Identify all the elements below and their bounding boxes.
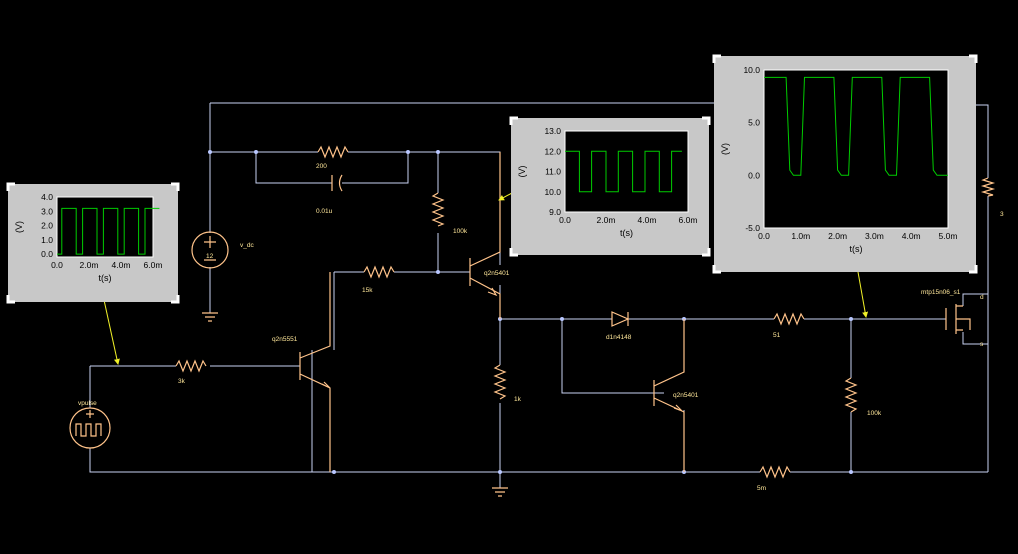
label-r-15k: 15k (362, 287, 373, 294)
pulse-voltage-source (69, 407, 111, 449)
window-corner-handle (702, 248, 711, 257)
x-tick-label: 4.0m (902, 231, 921, 241)
y-tick-label: 3.0 (41, 206, 53, 216)
y-tick-label: 0.0 (41, 249, 53, 259)
window-corner-handle (6, 295, 15, 304)
y-axis-label: (V) (14, 221, 24, 233)
x-axis-label: t(s) (620, 228, 633, 238)
waveform-trace (764, 76, 948, 176)
label-r-1k: 1k (514, 396, 522, 403)
window-corner-handle (712, 54, 721, 63)
y-tick-label: 10.0 (544, 187, 561, 197)
label-r-200: 200 (316, 163, 327, 170)
x-tick-label: 2.0m (597, 215, 616, 225)
waveform-trace (565, 150, 682, 193)
dc-voltage-source (191, 231, 229, 269)
resistor-200 (317, 145, 349, 159)
y-tick-label: 9.0 (549, 207, 561, 217)
label-vpulse: vpulse (78, 400, 97, 407)
transistor-q2n5401-mid (653, 319, 685, 472)
y-axis-label: (V) (720, 143, 730, 155)
resistor-100k-top (431, 192, 445, 227)
window-corner-handle (6, 182, 15, 191)
label-r-100k-top: 100k (453, 228, 468, 235)
label-mosfet-d: d (980, 294, 984, 301)
label-r-3k: 3k (178, 378, 186, 385)
window-corner-handle (171, 295, 180, 304)
x-tick-label: 4.0m (638, 215, 657, 225)
label-q-mid: q2n5401 (673, 392, 699, 399)
transistor-q2n5551 (299, 272, 331, 472)
label-c-01u: 0.01u (316, 208, 333, 215)
resistor-3 (980, 177, 996, 197)
label-mosfet-s: s (980, 341, 984, 348)
x-tick-label: 4.0m (112, 260, 131, 270)
resistor-51 (773, 312, 805, 326)
waveform-trace (57, 207, 160, 255)
resistor-5m (759, 465, 791, 479)
plot-mid: 13.0 12.0 11.0 10.0 9.00.0 2.0m 4.0m 6.0m t(s) (V… (509, 116, 711, 257)
y-axis-label: (V) (517, 166, 527, 178)
x-tick-label: 6.0m (679, 215, 698, 225)
probe-arrows (103, 192, 869, 365)
resistor-1k (493, 364, 507, 400)
resistor-100k-right (844, 377, 858, 413)
y-tick-label: 11.0 (545, 167, 561, 177)
y-tick-label: 0.0 (748, 170, 760, 180)
x-tick-label: 0.0 (559, 215, 571, 225)
x-tick-label: 0.0 (51, 260, 63, 270)
label-diode: d1n4148 (606, 334, 632, 341)
plot-left: 4.0 3.0 2.0 1.0 0.00.0 2.0m 4.0m 6.0m t(s) (V) (6, 182, 180, 304)
window-corner-handle (969, 265, 978, 274)
label-q-left: q2n5551 (272, 336, 298, 343)
y-tick-label: 5.0 (748, 118, 760, 128)
y-tick-label: 1.0 (41, 235, 53, 245)
y-tick-label: 10.0 (743, 65, 760, 75)
y-tick-label: -5.0 (745, 223, 760, 233)
x-tick-label: 2.0m (80, 260, 99, 270)
resistor-3k (175, 359, 207, 373)
window-corner-handle (509, 116, 518, 125)
capacitor-0.01u (331, 174, 343, 192)
plot-area (564, 130, 689, 213)
label-v-dc-value: 12 (206, 253, 214, 260)
label-r-100k-right: 100k (867, 410, 882, 417)
resistor-15k (363, 265, 395, 279)
y-tick-label: 12.0 (544, 146, 561, 156)
plot-area (56, 196, 154, 258)
y-tick-label: 13.0 (544, 126, 561, 136)
label-r-3: 3 (1000, 211, 1004, 218)
x-tick-label: 6.0m (144, 260, 163, 270)
label-r-5m: 5m (757, 485, 766, 492)
window-corner-handle (171, 182, 180, 191)
window-corner-handle (712, 265, 721, 274)
y-tick-label: 2.0 (41, 221, 53, 231)
label-mosfet: mtp15n06_s1 (921, 289, 961, 296)
window-corner-handle (969, 54, 978, 63)
x-axis-label: t(s) (99, 273, 112, 283)
component-labels: v_dc 12 200 0.01u 100k 15k q2n5401 q2n55… (78, 163, 1004, 492)
x-tick-label: 0.0 (758, 231, 770, 241)
x-tick-label: 5.0m (939, 231, 958, 241)
window-corner-handle (509, 248, 518, 257)
plot-area (763, 69, 949, 229)
x-tick-label: 1.0m (791, 231, 810, 241)
x-axis-label: t(s) (850, 244, 863, 254)
label-r-51: 51 (773, 332, 781, 339)
y-tick-label: 4.0 (41, 192, 53, 202)
diode-d1n4148 (611, 311, 630, 327)
label-q-top: q2n5401 (484, 270, 510, 277)
x-tick-label: 2.0m (828, 231, 847, 241)
window-corner-handle (702, 116, 711, 125)
label-v-dc: v_dc (240, 242, 254, 249)
mosfet-mtp15n06 (945, 304, 971, 334)
x-tick-label: 3.0m (865, 231, 884, 241)
transistor-q2n5401-top (469, 152, 501, 319)
components (69, 145, 996, 497)
